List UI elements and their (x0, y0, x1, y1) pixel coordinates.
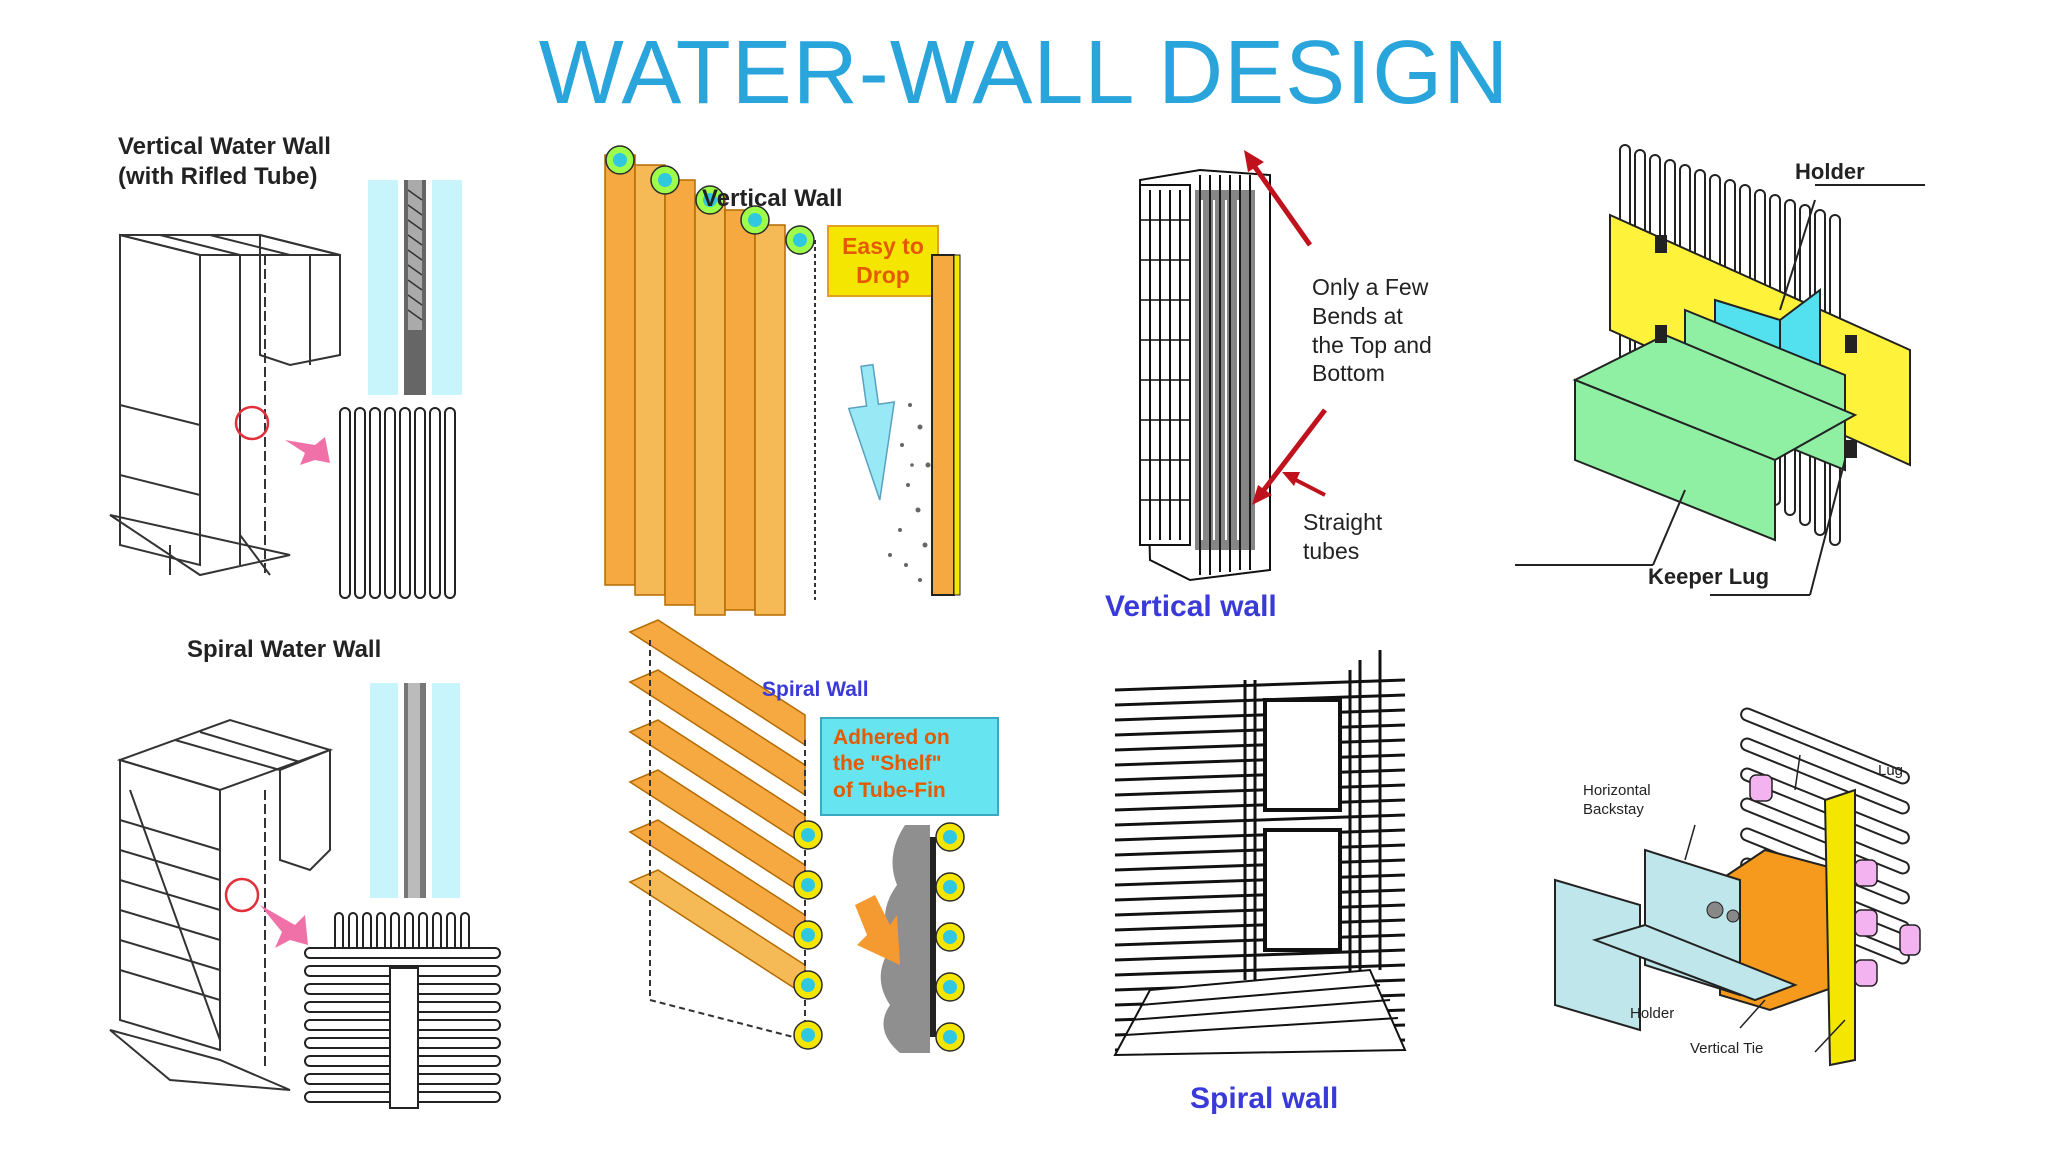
spiral-water-wall-label: Spiral Water Wall (187, 636, 382, 663)
holder-bottom-label: Holder (1630, 1005, 1675, 1022)
slag-on-fin-area (855, 822, 965, 1053)
adhered-callout: Adhered on the "Shelf" of Tube-Fin (820, 717, 999, 816)
vertical-wall-arrows (1244, 150, 1327, 505)
few-bends-note: Only a Few Bends at the Top and Bottom (1312, 274, 1432, 387)
vertical-wall-caption: Vertical wall (1105, 590, 1277, 623)
slide-title: WATER-WALL DESIGN (538, 23, 1510, 123)
falling-ash-area (847, 254, 961, 596)
horizontal-backstay-label: Horizontal Backstay (1583, 782, 1651, 818)
spiral-wall-label: Spiral Wall (762, 678, 869, 701)
straight-tubes-note: Straight tubes (1303, 509, 1383, 564)
keeper-lug-label: Keeper Lug (1648, 564, 1770, 589)
vertical-tie-label: Vertical Tie (1690, 1040, 1764, 1057)
holder-label: Holder (1795, 159, 1865, 184)
spiral-tube-bank (304, 912, 501, 1109)
vertical-wall-support-drawing (1515, 144, 1925, 596)
lug-label: Lug (1878, 762, 1904, 779)
spiral-water-wall-diagram (109, 718, 334, 1091)
easy-to-drop-text: Easy to Drop (842, 233, 924, 288)
vertical-water-wall-diagram (109, 233, 341, 577)
rifled-tube-closeup (368, 180, 462, 395)
spiral-wall-tubes (628, 619, 823, 1050)
vertical-wall-tubes (604, 145, 816, 616)
easy-to-drop-callout: Easy to Drop (827, 225, 939, 297)
vertical-wall-furnace-drawing (1138, 168, 1271, 582)
adhered-text: Adhered on the "Shelf" of Tube-Fin (833, 726, 950, 802)
spiral-wall-support-drawing (1554, 707, 1921, 1067)
smooth-tube-closeup (370, 683, 460, 898)
vertical-tube-bank (339, 407, 456, 599)
spiral-wall-caption: Spiral wall (1190, 1082, 1339, 1115)
spiral-wall-furnace-drawing (1113, 650, 1407, 1057)
vertical-rifled-label: Vertical Water Wall (with Rifled Tube) (118, 133, 331, 190)
vertical-wall-label: Vertical Wall (702, 185, 843, 212)
